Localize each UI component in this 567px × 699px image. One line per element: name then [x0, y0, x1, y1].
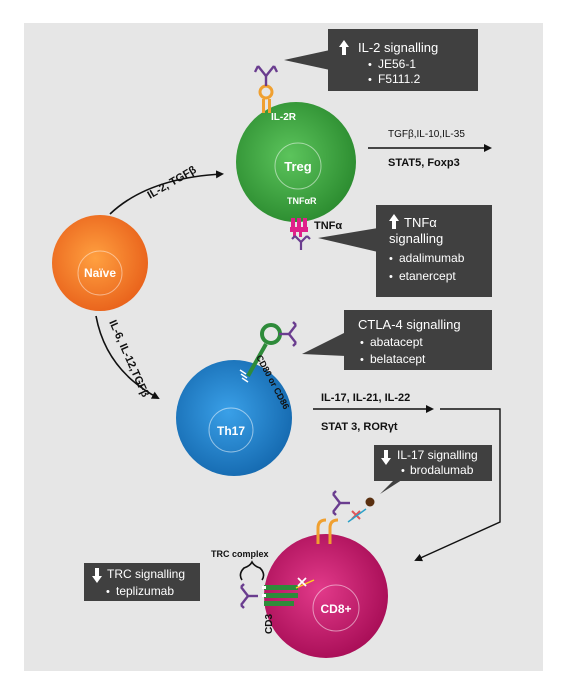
cd3-label: CD3: [264, 614, 275, 634]
il2-antibody-icon: [253, 65, 279, 86]
trc-complex-label: TRC complex: [211, 549, 269, 559]
treg-out-factors: STAT5, Foxp3: [388, 157, 460, 169]
th17-out-cytokines: IL-17, IL-21, IL-22: [321, 392, 410, 404]
trc-box-bullet-1-dot: •: [106, 586, 110, 598]
il2-box-bullet-1-dot: •: [368, 59, 372, 71]
il17-ligand-icon: [365, 497, 375, 507]
il17-box-title: IL-17 signalling: [397, 448, 478, 462]
blocked-arrow: [347, 508, 367, 523]
down-arrow-icon: [92, 568, 102, 583]
arrow-naive-to-treg: [109, 170, 224, 215]
ctla4-box-bullet-2-dot: •: [360, 354, 364, 366]
arrow-naive-to-th17: [95, 315, 160, 399]
tnf-box-bullet-2-dot: •: [389, 271, 393, 283]
tnf-signalling-box: TNFα signalling • adalimumab • etanercep…: [318, 205, 492, 297]
trc-blocked-icon: [295, 577, 315, 589]
tnf-box-bullet-1-dot: •: [389, 253, 393, 265]
tnf-box-item-2: etanercept: [399, 269, 456, 283]
il17-antibody-icon: [332, 490, 350, 516]
tnf-box-item-1: adalimumab: [399, 251, 465, 265]
up-arrow-icon: [339, 40, 349, 55]
tnfr-label: TNFαR: [287, 196, 317, 206]
il17-box-item-1: brodalumab: [410, 463, 474, 477]
treg-cell: Treg: [236, 102, 356, 222]
tnf-box-title-b: signalling: [389, 231, 443, 246]
arrow-to-cd8: [414, 408, 501, 562]
ctla4-box-item-1: abatacept: [370, 335, 423, 349]
tnf-box-title-a: TNFα: [404, 215, 437, 230]
ctla4-antibody-icon: [279, 321, 297, 347]
ctla4-box-title: CTLA-4 signalling: [358, 317, 461, 332]
il2-signalling-box: IL-2 signalling • JE56-1 • F5111.2: [284, 29, 478, 91]
down-arrow-icon: [381, 450, 391, 465]
naive-cell: Naïve: [52, 215, 148, 311]
ctla4-signalling-box: CTLA-4 signalling • abatacept • belatace…: [302, 310, 492, 370]
tnf-receptor-icon: [290, 218, 308, 237]
il17-box-bullet-1-dot: •: [401, 465, 405, 477]
trc-box-item-1: teplizumab: [116, 584, 174, 598]
ctla4-box-item-2: belatacept: [370, 352, 426, 366]
il2r-label: IL-2R: [271, 112, 297, 123]
th17-cell: Th17: [176, 360, 292, 476]
il2-box-item-1: JE56-1: [378, 57, 416, 71]
il17-receptor-icon: [316, 518, 339, 544]
tnf-antibody-icon: [291, 235, 311, 250]
th17-out-factors: STAT 3, RORγt: [321, 421, 398, 433]
il2-box-bullet-2-dot: •: [368, 74, 372, 86]
cd8-cell: CD8+: [264, 534, 388, 658]
ctla4-box-bullet-1-dot: •: [360, 337, 364, 349]
tnf-ligand-label: TNFα: [314, 220, 342, 232]
trc-antibody-icon: [240, 583, 258, 609]
up-arrow-icon: [389, 214, 399, 229]
treg-cell-label: Treg: [284, 159, 312, 174]
il2-box-title: IL-2 signalling: [358, 40, 438, 55]
cd8-cell-label: CD8+: [320, 602, 351, 616]
trc-receptor-icon: [262, 585, 298, 606]
trc-signalling-box: TRC signalling • teplizumab: [84, 563, 200, 601]
th17-cell-label: Th17: [217, 424, 245, 438]
treg-out-cytokines: TGFβ,IL-10,IL-35: [388, 129, 465, 140]
il17-signalling-box: IL-17 signalling • brodalumab: [374, 445, 492, 494]
naive-cell-label: Naïve: [84, 266, 116, 280]
trc-brace: [239, 560, 265, 581]
il2-box-item-2: F5111.2: [378, 72, 421, 86]
trc-box-title: TRC signalling: [107, 567, 185, 581]
